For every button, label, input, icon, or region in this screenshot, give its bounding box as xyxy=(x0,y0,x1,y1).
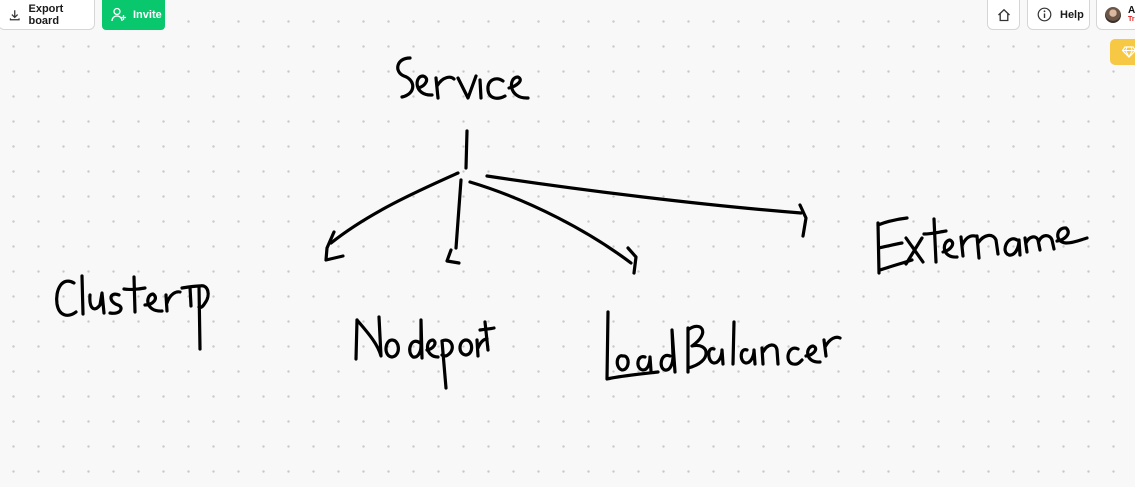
arrow-to-clusterip xyxy=(329,171,460,245)
export-board-label: Export board xyxy=(28,2,64,27)
arrowhead-loadbalancer xyxy=(626,246,638,275)
user-name: A xyxy=(1128,4,1135,16)
upgrade-button[interactable] xyxy=(1110,39,1135,65)
user-menu[interactable]: A Tr xyxy=(1096,0,1135,30)
node-nodeport xyxy=(354,315,496,390)
export-board-button[interactable]: Export board xyxy=(0,0,95,30)
node-service xyxy=(396,56,530,100)
node-clusterip xyxy=(55,274,210,351)
diamond-icon xyxy=(1122,46,1135,58)
service-stem xyxy=(464,129,469,170)
invite-label: Invite xyxy=(133,8,162,21)
arrowhead-clusterip xyxy=(324,230,345,262)
arrow-to-loadbalancer xyxy=(468,180,633,265)
node-extername xyxy=(876,216,1089,275)
avatar xyxy=(1105,6,1121,23)
arrowhead-nodeport xyxy=(445,248,461,265)
user-plan: Tr xyxy=(1128,15,1135,23)
info-icon xyxy=(1037,7,1052,22)
add-user-icon xyxy=(111,7,126,22)
home-button[interactable] xyxy=(987,0,1020,30)
home-icon xyxy=(997,8,1010,21)
arrow-to-nodeport xyxy=(454,178,463,250)
invite-button[interactable]: Invite xyxy=(102,0,165,30)
connector-arrows xyxy=(324,129,808,275)
node-loadbalancer xyxy=(605,310,842,381)
help-label: Help xyxy=(1060,8,1084,21)
download-icon xyxy=(9,9,20,20)
arrow-to-extername xyxy=(485,174,803,215)
arrowhead-extername xyxy=(798,203,808,238)
help-button[interactable]: Help xyxy=(1027,0,1090,30)
